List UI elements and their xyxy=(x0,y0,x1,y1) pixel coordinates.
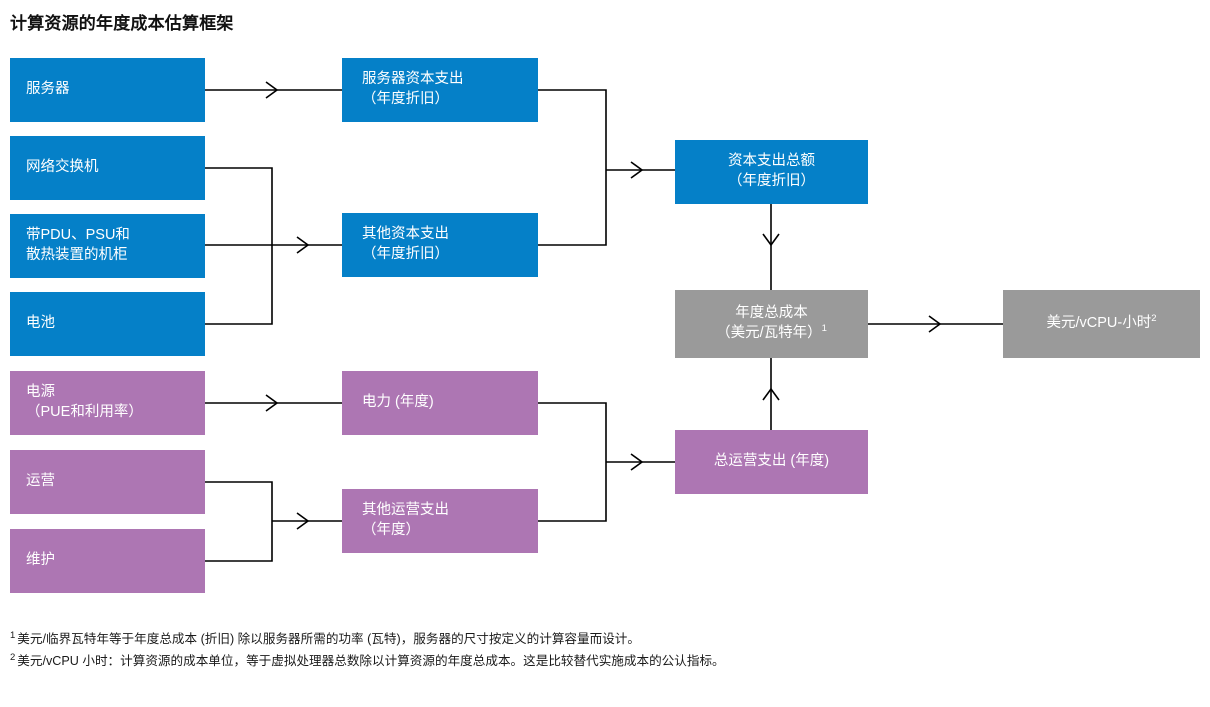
arrowhead-to-vcpu-hour xyxy=(928,315,942,333)
footnote-1-text: 美元/临界瓦特年等于年度总成本 (折旧) 除以服务器所需的功率 (瓦特)，服务器… xyxy=(17,632,640,646)
node-power-line2: （PUE和利用率） xyxy=(26,404,143,420)
node-other-opex-line1: 其他运营支出 xyxy=(362,502,449,519)
node-server-capex[interactable]: 服务器资本支出 （年度折旧） xyxy=(342,58,538,122)
node-network-switches-line1: 网络交换机 xyxy=(26,159,99,176)
edge-other-capex-to-total xyxy=(538,170,607,246)
node-other-capex[interactable]: 其他资本支出 （年度折旧） xyxy=(342,213,538,277)
node-power[interactable]: 电源 （PUE和利用率） xyxy=(10,371,205,435)
arrowhead-to-annual-cost xyxy=(762,233,780,247)
node-other-opex-line2: （年度） xyxy=(362,522,420,538)
edge-other-opex-to-total-opex xyxy=(538,462,607,522)
footnote-2-text: 美元/vCPU 小时：计算资源的成本单位，等于虚拟处理器总数除以计算资源的年度总… xyxy=(17,654,725,669)
arrowhead-to-other-opex xyxy=(296,512,310,530)
footnote-2-mark: 2 xyxy=(10,651,16,663)
node-annual-total-cost[interactable]: 年度总成本 （美元/瓦特年）1 xyxy=(675,290,868,358)
node-total-capex-line1: 资本支出总额 xyxy=(728,153,815,170)
edge-maintenance-to-bus xyxy=(205,521,273,562)
node-maintenance[interactable]: 维护 xyxy=(10,529,205,593)
arrowhead-power-to-electricity xyxy=(265,394,279,412)
node-servers-line1: 服务器 xyxy=(26,81,70,98)
node-total-capex-line2: （年度折旧） xyxy=(728,173,815,189)
node-other-opex[interactable]: 其他运营支出 （年度） xyxy=(342,489,538,553)
arrowhead-to-other-capex xyxy=(296,236,310,254)
node-annual-total-cost-line2: （美元/瓦特年）1 xyxy=(716,323,827,341)
node-usd-per-vcpu-hour-line1: 美元/vCPU-小时2 xyxy=(1046,313,1157,332)
footnote-ref-1: 1 xyxy=(821,323,827,335)
node-total-opex-line1: 总运营支出 (年度) xyxy=(713,453,830,470)
node-batteries-line1: 电池 xyxy=(26,315,55,332)
node-batteries[interactable]: 电池 xyxy=(10,292,205,356)
node-servers[interactable]: 服务器 xyxy=(10,58,205,122)
node-server-capex-line1: 服务器资本支出 xyxy=(362,71,464,88)
footnote-1-mark: 1 xyxy=(10,629,16,641)
node-racks[interactable]: 带PDU、PSU和 散热装置的机柜 xyxy=(10,214,205,278)
node-maintenance-line1: 维护 xyxy=(26,552,55,569)
edge-electricity-to-total-opex xyxy=(538,402,607,462)
node-server-capex-line2: （年度折旧） xyxy=(362,91,449,107)
edge-switches-to-bus xyxy=(205,167,273,245)
node-operations[interactable]: 运营 xyxy=(10,450,205,514)
node-annual-total-cost-line1: 年度总成本 xyxy=(735,305,808,322)
node-electricity-line1: 电力 (年度) xyxy=(362,394,434,411)
arrowhead-to-total-capex xyxy=(630,161,644,179)
arrowhead-servers-to-server-capex xyxy=(265,81,279,99)
node-racks-line1: 带PDU、PSU和 xyxy=(26,227,130,244)
node-total-opex[interactable]: 总运营支出 (年度) xyxy=(675,430,868,494)
footnote-ref-2: 2 xyxy=(1151,313,1157,325)
edge-operations-to-bus xyxy=(205,481,273,521)
edge-batteries-to-bus xyxy=(205,245,273,325)
node-operations-line1: 运营 xyxy=(26,473,55,490)
node-total-capex[interactable]: 资本支出总额 （年度折旧） xyxy=(675,140,868,204)
page-title: 计算资源的年度成本估算框架 xyxy=(10,14,234,33)
node-racks-line2: 散热装置的机柜 xyxy=(26,247,128,263)
node-power-line1: 电源 xyxy=(26,384,55,401)
node-network-switches[interactable]: 网络交换机 xyxy=(10,136,205,200)
node-electricity[interactable]: 电力 (年度) xyxy=(342,371,538,435)
node-other-capex-line2: （年度折旧） xyxy=(362,246,449,262)
node-usd-per-vcpu-hour[interactable]: 美元/vCPU-小时2 xyxy=(1003,290,1200,358)
arrowhead-up-to-annual-cost xyxy=(762,387,780,401)
edge-server-capex-to-total xyxy=(538,89,607,170)
node-other-capex-line1: 其他资本支出 xyxy=(362,226,449,243)
arrowhead-to-total-opex xyxy=(630,453,644,471)
